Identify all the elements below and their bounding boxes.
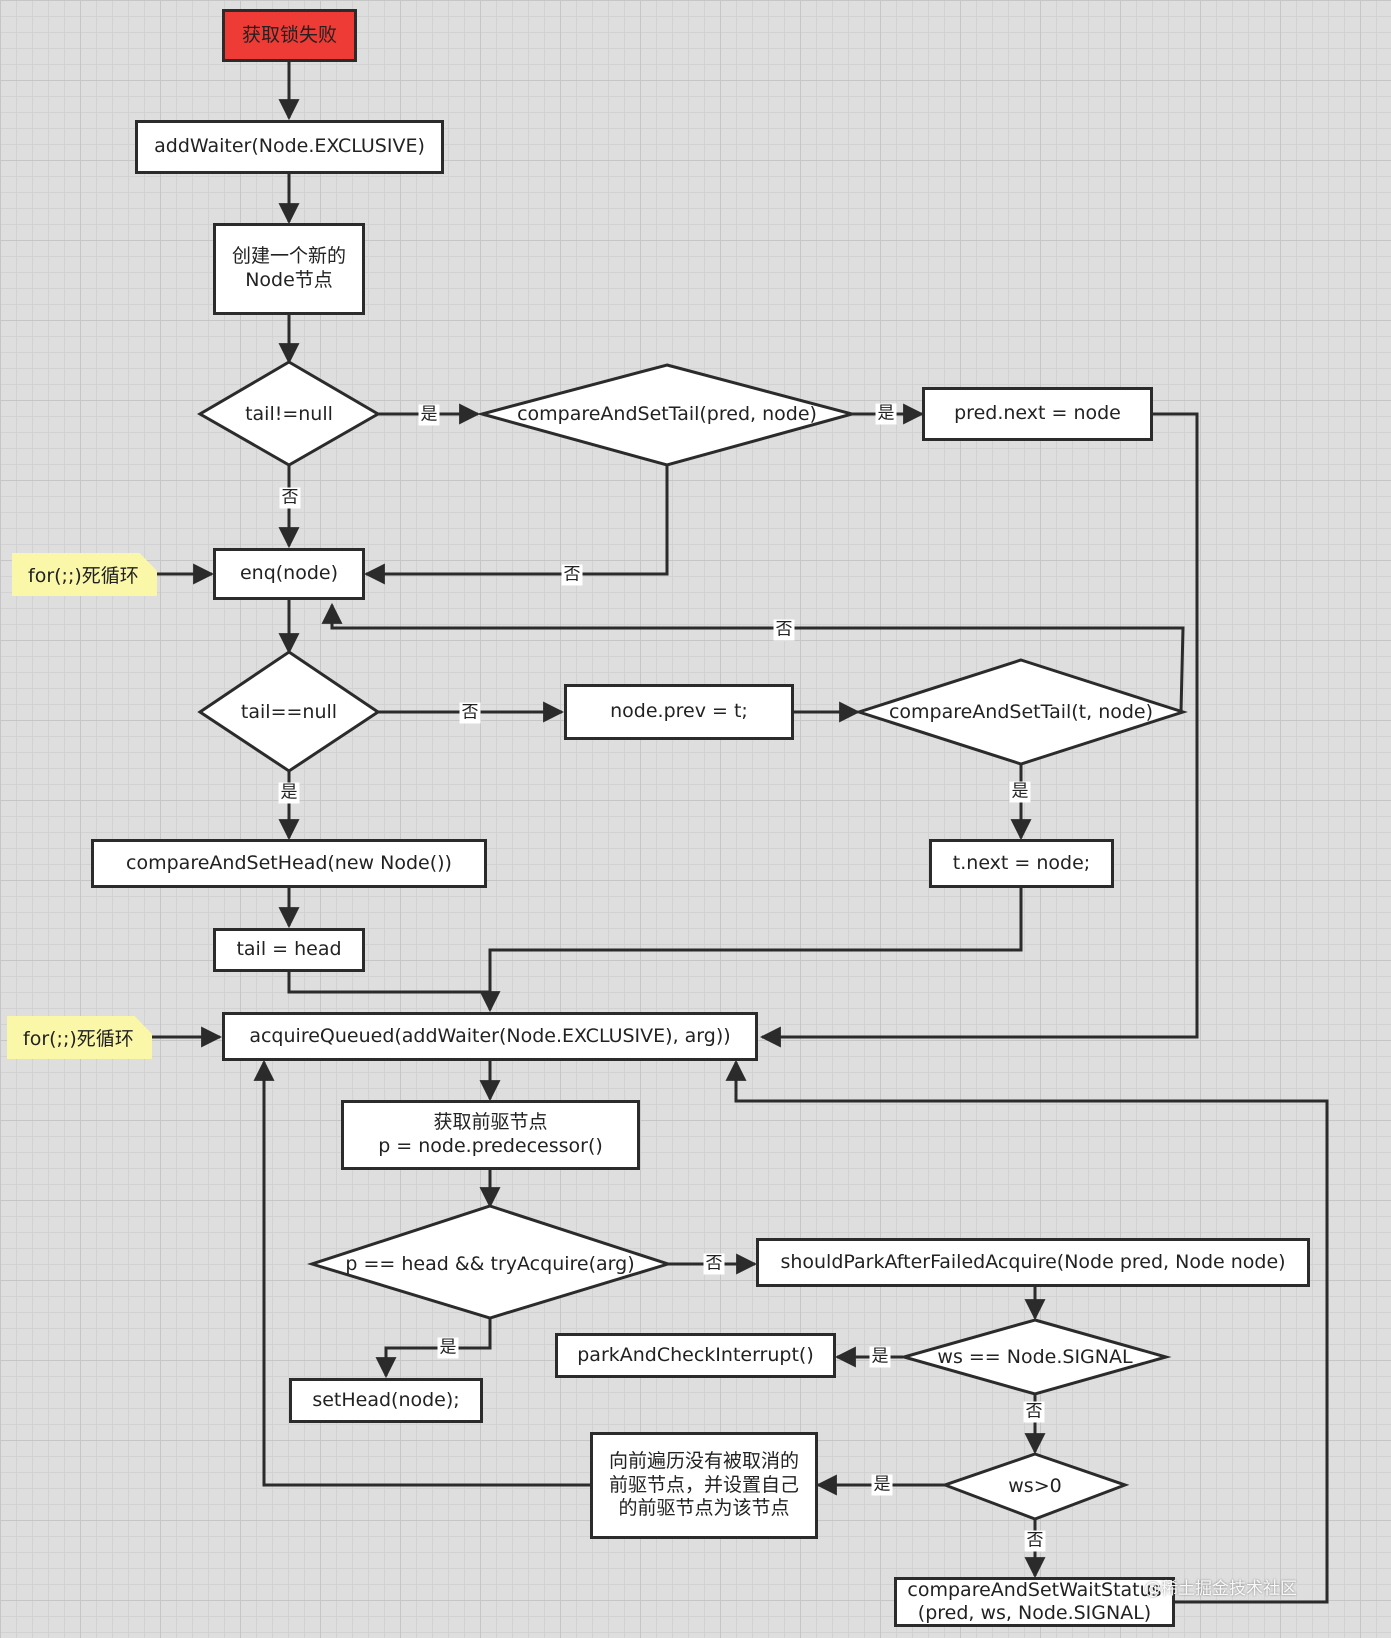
- decision-cas-tail-t-text: compareAndSetTail(t, node): [888, 701, 1154, 723]
- traverse-node: 向前遍历没有被取消的 前驱节点，并设置自己 的前驱节点为该节点: [590, 1432, 818, 1539]
- decision-cas-tail-pred-text: compareAndSetTail(pred, node): [517, 403, 817, 425]
- label-yes: 是: [278, 782, 300, 804]
- tail-head-node: tail = head: [213, 928, 365, 972]
- node-prev-box: node.prev = t;: [564, 684, 794, 740]
- label-yes: 是: [875, 403, 897, 425]
- enq-node: enq(node): [213, 548, 365, 600]
- get-predecessor-node: 获取前驱节点 p = node.predecessor(): [341, 1100, 640, 1170]
- decision-p-head-try-text: p == head && tryAcquire(arg): [345, 1253, 635, 1275]
- add-waiter-node: addWaiter(Node.EXCLUSIVE): [135, 120, 444, 174]
- label-no: 否: [459, 702, 481, 724]
- decision-tail-not-null: [197, 360, 381, 467]
- label-yes: 是: [418, 404, 440, 426]
- edge-castailt-no: [321, 602, 1185, 713]
- edge-caspred-no: [363, 465, 669, 585]
- note-enq-loop: for(;;)死循环: [12, 553, 157, 596]
- edge-traverse-to-acquire: [253, 1059, 590, 1487]
- pred-next-node: pred.next = node: [922, 387, 1153, 441]
- cas-wait-status-node: compareAndSetWaitStatus (pred, ws, Node.…: [894, 1577, 1175, 1627]
- decision-tail-is-null: [197, 650, 381, 773]
- edge-caswait-to-acquire: [725, 1059, 1329, 1604]
- label-yes: 是: [1009, 781, 1031, 803]
- should-park-node: shouldParkAfterFailedAcquire(Node pred, …: [756, 1238, 1310, 1287]
- start-node: 获取锁失败: [222, 9, 357, 62]
- label-no: 否: [1024, 1530, 1046, 1552]
- set-head-node: setHead(node);: [289, 1378, 483, 1423]
- edge-prednext-to-acquire: [759, 412, 1199, 1048]
- decision-p-head-try: [307, 1204, 673, 1320]
- note-acquire-loop: for(;;)死循环: [7, 1016, 152, 1059]
- acquire-queued-node: acquireQueued(addWaiter(Node.EXCLUSIVE),…: [222, 1012, 758, 1061]
- create-node-box: 创建一个新的 Node节点: [213, 223, 365, 315]
- label-no: 否: [703, 1253, 725, 1275]
- decision-ws-gt0: [940, 1452, 1130, 1521]
- label-no: 否: [773, 619, 795, 641]
- label-yes: 是: [437, 1337, 459, 1359]
- watermark: @稀土掘金技术社区: [1144, 1579, 1297, 1599]
- decision-ws-signal-text: ws == Node.SIGNAL: [937, 1346, 1133, 1368]
- decision-tail-not-null-text: tail!=null: [245, 403, 333, 425]
- decision-cas-tail-t: [854, 658, 1188, 766]
- decision-ws-gt0-text: ws>0: [1008, 1475, 1062, 1497]
- park-check-node: parkAndCheckInterrupt(): [555, 1333, 836, 1378]
- cas-head-node: compareAndSetHead(new Node()): [91, 839, 487, 888]
- edge-tailhead-to-acquire: [287, 972, 492, 1010]
- label-yes: 是: [869, 1346, 891, 1368]
- label-no: 否: [561, 564, 583, 586]
- t-next-node: t.next = node;: [929, 839, 1114, 888]
- decision-ws-signal: [898, 1318, 1172, 1396]
- decision-tail-is-null-text: tail==null: [240, 701, 338, 723]
- edge-tnext-to-acquire: [479, 888, 1023, 1013]
- label-no: 否: [1023, 1401, 1045, 1423]
- label-yes: 是: [871, 1474, 893, 1496]
- decision-cas-tail-pred: [476, 363, 858, 467]
- label-no: 否: [279, 487, 301, 509]
